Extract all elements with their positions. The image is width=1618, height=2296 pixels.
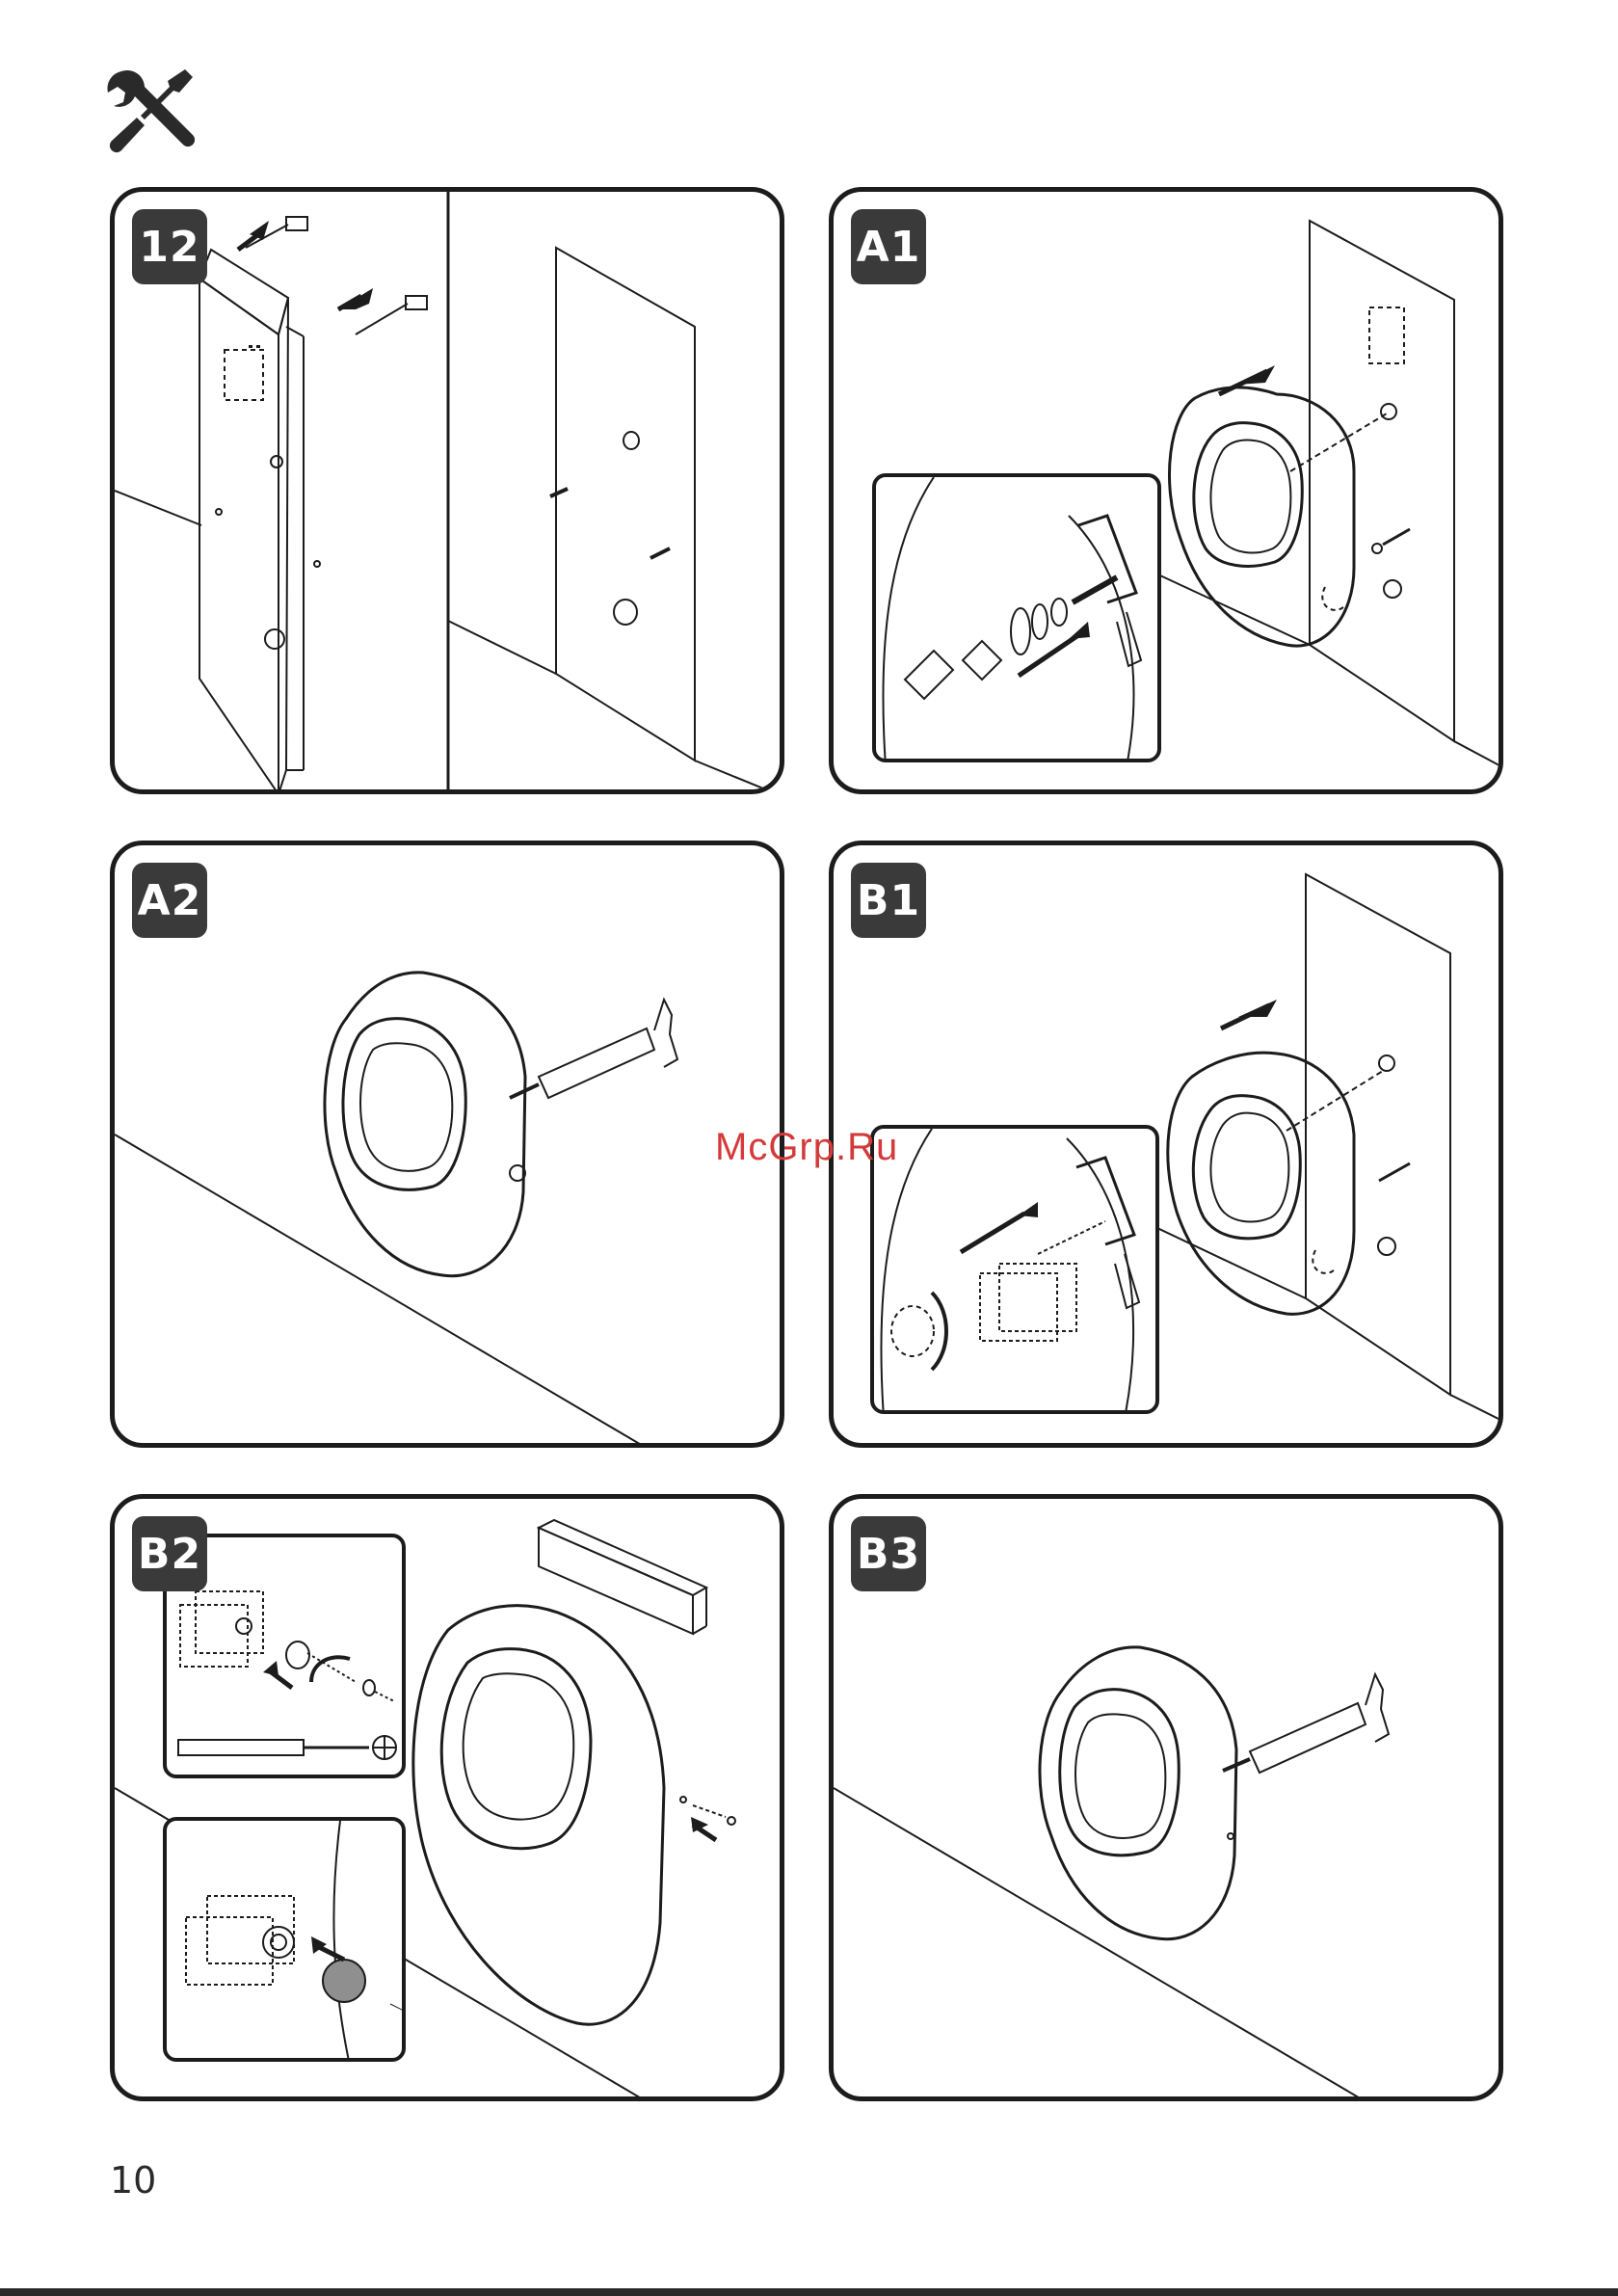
watermark: McGrp.Ru [715,1126,898,1169]
installation-illustration [834,1499,1503,2101]
panel-b2: B2 [110,1494,784,2101]
cover-cap-detail-illustration [167,1821,406,2062]
panel-a1: A1 [829,187,1503,794]
step-badge: 12 [132,209,207,284]
panel-b1: B1 [829,841,1503,1448]
detail-inset [870,1125,1159,1414]
detail-inset-bottom [163,1817,406,2062]
page-number: 10 [110,2159,156,2202]
fixing-detail-illustration [876,477,1161,762]
step-badge: B1 [851,863,926,938]
tools-icon [102,64,199,160]
step-badge: A1 [851,209,926,284]
panel-b3: B3 [829,1494,1503,2101]
step-badge: A2 [132,863,207,938]
detail-inset [872,473,1161,762]
step-badge: B2 [132,1516,207,1591]
installation-illustration [115,845,784,1448]
panel-12: 12 [110,187,784,794]
footer-rule [0,2288,1618,2296]
panel-a2: A2 [110,841,784,1448]
fixing-detail-illustration [874,1129,1159,1414]
installation-illustration [115,192,784,794]
step-badge: B3 [851,1516,926,1591]
